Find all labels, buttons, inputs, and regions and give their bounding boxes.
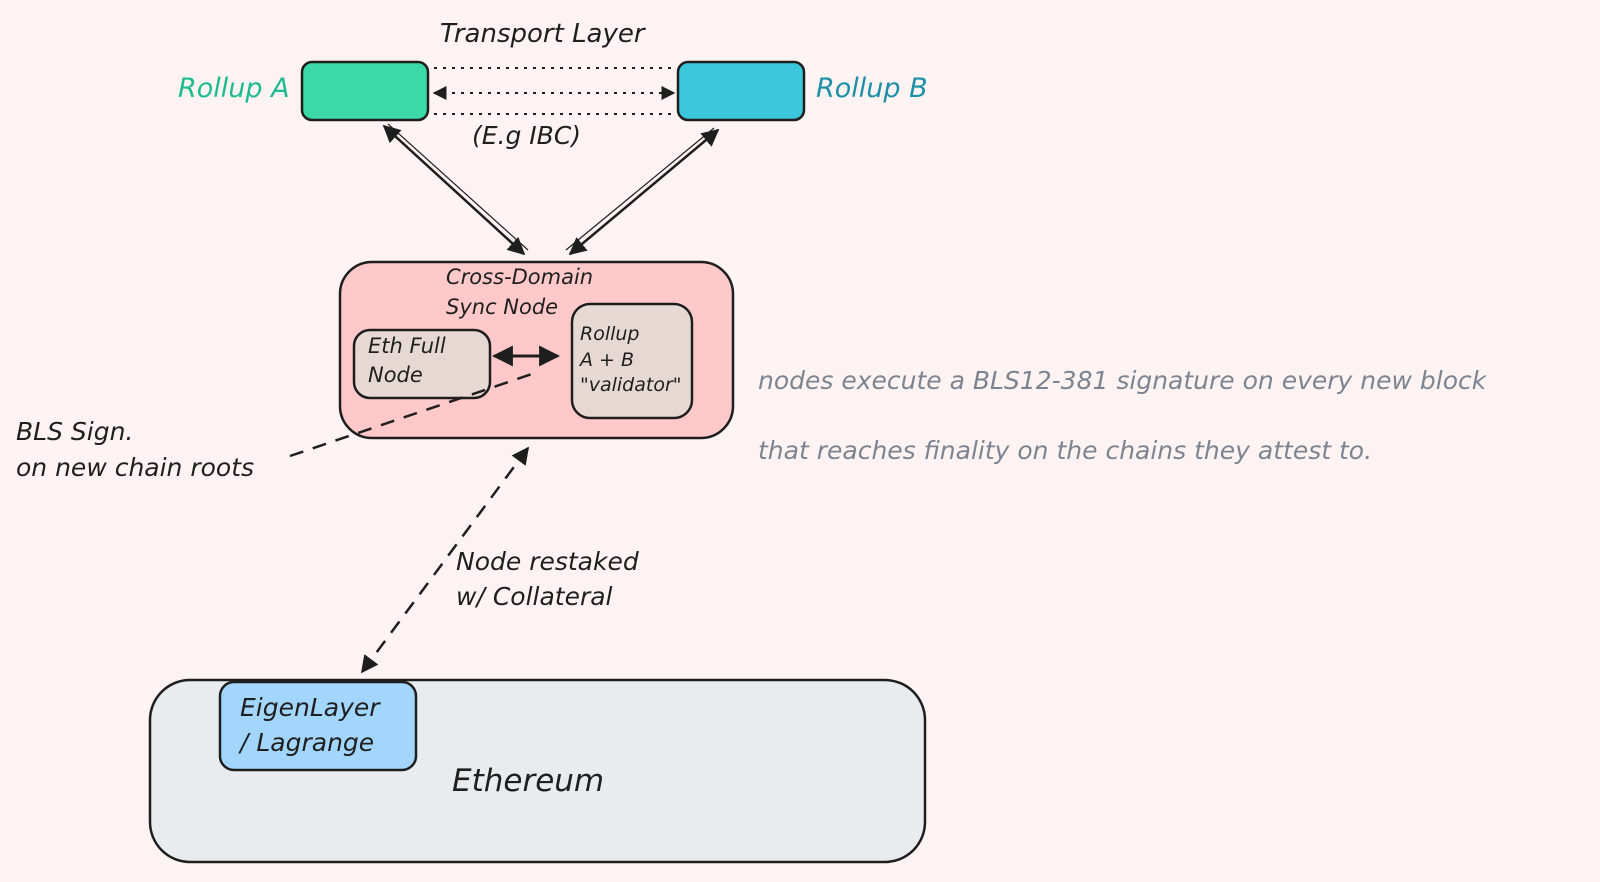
- rollup-a-sync-arrow: [382, 124, 526, 256]
- bls-note-line2: that reaches finality on the chains they…: [758, 436, 1373, 465]
- validator-label-line1: Rollup: [580, 323, 640, 345]
- rollup-a-label: Rollup A: [178, 73, 290, 104]
- restaked-label-line1: Node restaked: [456, 547, 639, 576]
- bls-note: nodes execute a BLS12-381 signature on e…: [758, 328, 1486, 503]
- validator-label: Rollup A + B "validator": [580, 322, 682, 399]
- eigenlayer-box: [218, 680, 418, 772]
- eigenlayer-label-line2: / Lagrange: [240, 728, 375, 757]
- eigenlayer-label: EigenLayer / Lagrange: [240, 690, 380, 760]
- bls-sign-label-line2: on new chain roots: [16, 453, 255, 483]
- rollup-a-box: [300, 60, 430, 122]
- restaked-label-line2: w/ Collateral: [456, 582, 613, 611]
- validator-box: [570, 302, 694, 420]
- validator-label-line3: "validator": [580, 374, 682, 397]
- rollup-b-sync-arrow: [568, 128, 720, 256]
- sync-node-label-line2: Sync Node: [446, 295, 559, 320]
- rollup-b-box: [676, 60, 806, 122]
- bls-sign-label-line1: BLS Sign.: [16, 417, 134, 446]
- transport-example-label: (E.g IBC): [472, 121, 582, 150]
- eth-full-node-box: [352, 328, 492, 400]
- eth-full-node-label: Eth Full Node: [368, 332, 446, 391]
- eth-full-node-label-line1: Eth Full: [368, 334, 446, 358]
- eigenlayer-label-line1: EigenLayer: [240, 693, 380, 722]
- eth-full-node-label-line2: Node: [368, 363, 423, 388]
- rollup-b-sync-arrow-sketch: [565, 127, 715, 251]
- rollup-b-label: Rollup B: [816, 73, 928, 104]
- transport-layer-label: Transport Layer: [440, 19, 645, 49]
- bls-sign-dashed-line: [289, 372, 533, 458]
- rollup-a-sync-arrow-sketch: [387, 123, 529, 251]
- restaked-label: Node restaked w/ Collateral: [456, 544, 639, 614]
- ethereum-label: Ethereum: [452, 763, 605, 799]
- bls-note-line1: nodes execute a BLS12-381 signature on e…: [758, 366, 1487, 395]
- validator-label-line2: A + B: [580, 348, 635, 371]
- sync-node-label-line1: Cross-Domain: [446, 265, 594, 289]
- bls-sign-label: BLS Sign. on new chain roots: [16, 414, 254, 487]
- sync-node-label: Cross-Domain Sync Node: [446, 262, 593, 323]
